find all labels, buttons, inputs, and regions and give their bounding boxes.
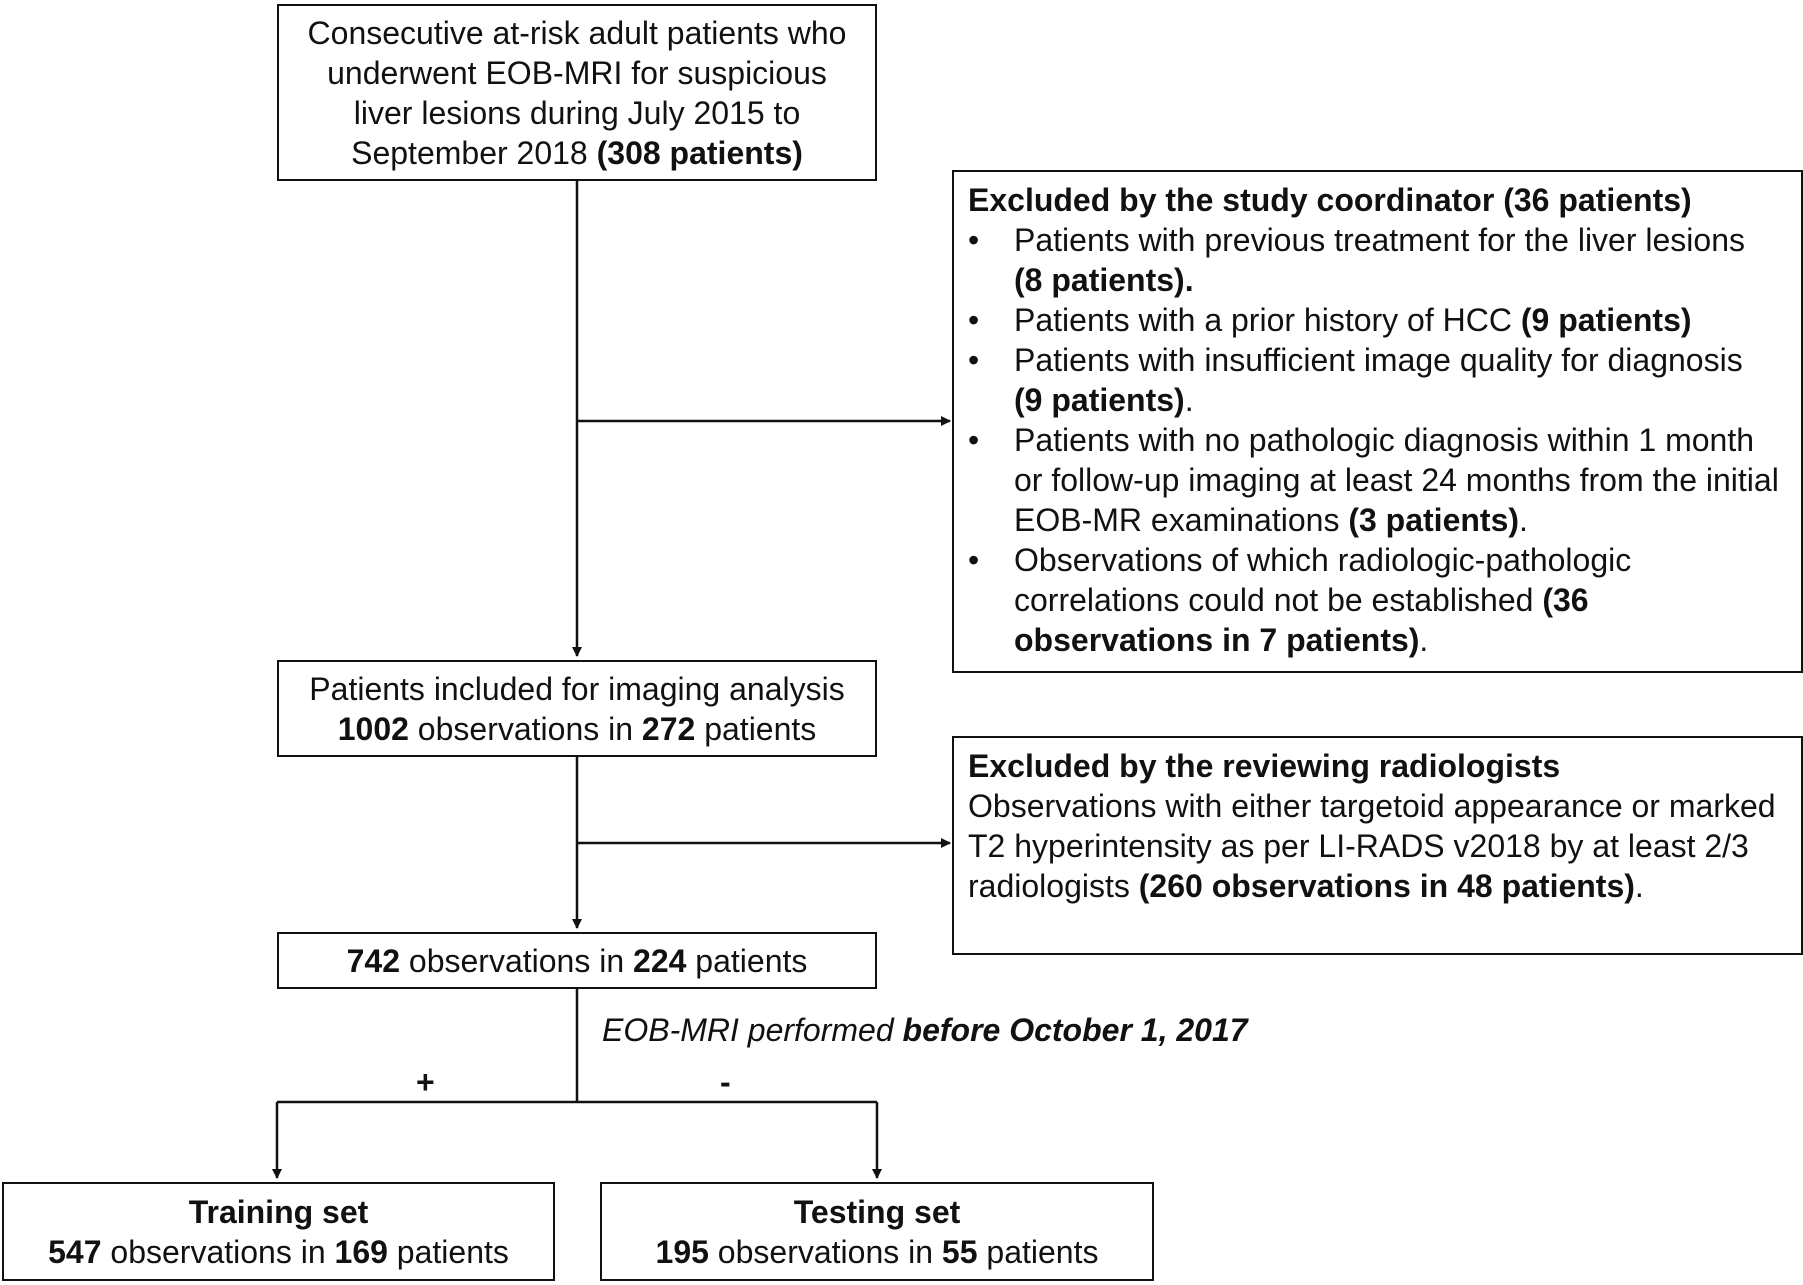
coordinator-exclusion-heading: Excluded by the study coordinator (36 pa… <box>968 182 1692 218</box>
included-line-1: Patients included for imaging analysis <box>309 670 845 707</box>
included-patient-count: 272 <box>641 710 696 747</box>
exclusion-item: Patients with previous treatment for the… <box>968 220 1787 300</box>
radiologist-exclusion-count: (260 observations in 48 patients) <box>1138 868 1635 904</box>
start-date-text: September 2018 <box>351 134 588 171</box>
remaining-observations-box: 742 observations in 224 patients <box>277 932 877 989</box>
training-set-title: Training set <box>188 1193 369 1230</box>
remaining-observation-count: 742 <box>346 942 400 979</box>
radiologist-exclusion-box: Excluded by the reviewing radiologists O… <box>952 736 1803 955</box>
remaining-patient-count: 224 <box>633 942 687 979</box>
exclusion-item: Observations of which radiologic-patholo… <box>968 540 1787 660</box>
testing-set-counts: 195 observations in 55 patients <box>655 1233 1099 1270</box>
exclusion-item: Patients with a prior history of HCC (9 … <box>968 300 1787 340</box>
included-line-2: 1002 observations in 272 patients <box>337 710 817 747</box>
start-line-1: Consecutive at-risk adult patients who <box>307 14 847 51</box>
start-line-3: liver lesions during July 2015 to <box>353 94 801 131</box>
split-no-sign: - <box>720 1064 731 1100</box>
training-set-counts: 547 observations in 169 patients <box>48 1233 509 1270</box>
included-observation-count: 1002 <box>337 710 409 747</box>
radiologist-exclusion-heading: Excluded by the reviewing radiologists <box>968 748 1561 784</box>
split-criterion-label: EOB-MRI performed before October 1, 2017 <box>602 1012 1248 1048</box>
testing-set-title: Testing set <box>793 1193 961 1230</box>
testing-set-box: Testing set 195 observations in 55 patie… <box>600 1182 1154 1281</box>
start-count: (308 patients) <box>596 134 803 171</box>
radiologist-exclusion-text: Observations with either targetoid appea… <box>968 788 1776 904</box>
remaining-line: 742 observations in 224 patients <box>346 942 808 979</box>
exclusion-item: Patients with insufficient image quality… <box>968 340 1787 420</box>
training-set-box: Training set 547 observations in 169 pat… <box>2 1182 555 1281</box>
start-line-2: underwent EOB-MRI for suspicious <box>327 54 827 91</box>
coordinator-exclusion-box: Excluded by the study coordinator (36 pa… <box>952 170 1803 673</box>
start-population-box: Consecutive at-risk adult patients who u… <box>277 4 877 181</box>
included-patients-box: Patients included for imaging analysis 1… <box>277 660 877 757</box>
start-line-4: September 2018 (308 patients) <box>351 133 803 173</box>
split-yes-sign: + <box>416 1064 435 1100</box>
exclusion-item: Patients with no pathologic diagnosis wi… <box>968 420 1787 540</box>
exclusion-criteria-list: Patients with previous treatment for the… <box>968 220 1787 660</box>
